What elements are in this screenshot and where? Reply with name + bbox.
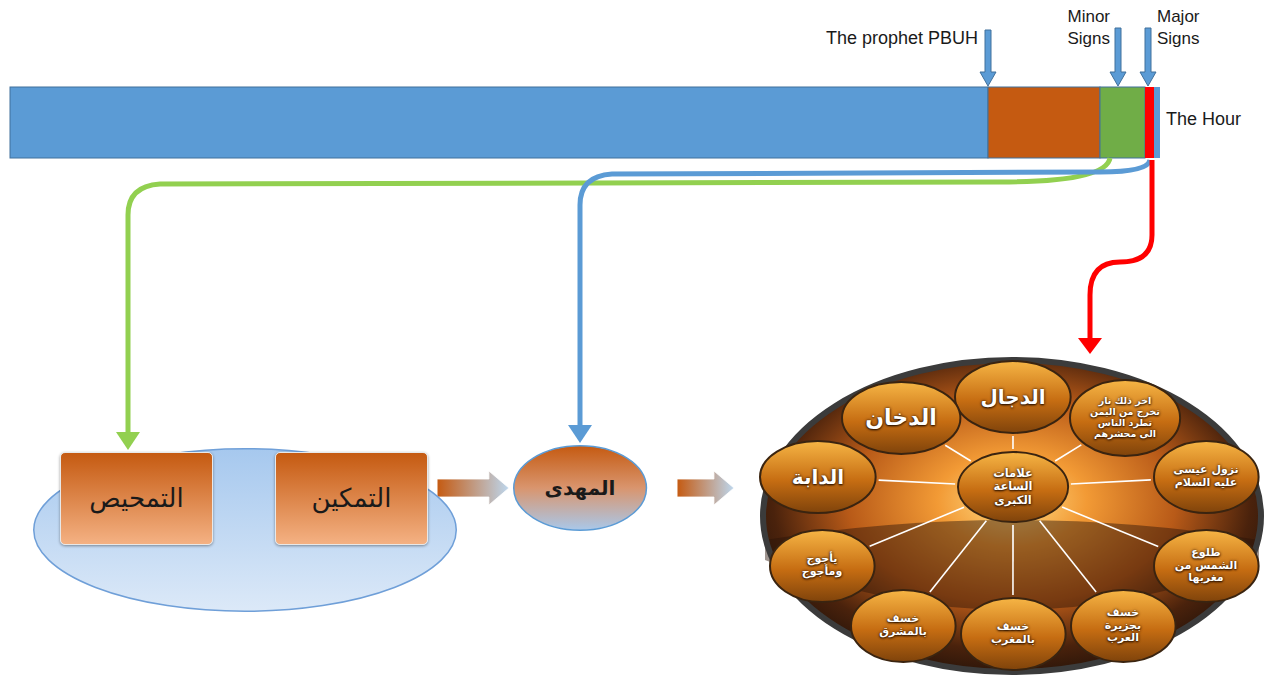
node-label: الدجال: [974, 386, 1052, 409]
mahdi-circle: المهدى: [513, 445, 647, 531]
sign-circle: اخر ذلك نار تخرج من اليمن تطرد الناس الى…: [1069, 379, 1181, 457]
pointer-arrow: [1140, 28, 1156, 86]
node-shape: [34, 449, 457, 612]
signs-circle: علامات الساعة الكبرى الدجال اخر ذلك نار تخ…: [760, 357, 1264, 675]
node-shape: [961, 598, 1066, 670]
node-label: خسف بجزيرة العرب: [1088, 607, 1158, 645]
text-holder: الدجال: [974, 386, 1052, 409]
connector-line: [870, 507, 964, 546]
connector-line: [1055, 445, 1081, 461]
timeline-bar: [10, 87, 988, 158]
text-holder: المهدى: [535, 477, 625, 500]
leader-arrow: [1090, 160, 1152, 338]
sign-circle: يأجوج ومأجوج: [769, 529, 876, 603]
node-shape: [851, 590, 956, 662]
block-arrow: [437, 471, 509, 505]
sign-circle: الدجال: [954, 360, 1072, 434]
timeline-segment: [1145, 87, 1154, 158]
node-label: نزول عيسى عليه السلام: [1171, 464, 1241, 489]
text-holder: الدابة: [779, 466, 857, 489]
node-shape: [514, 446, 647, 531]
annotation-label: The prophet PBUH: [770, 27, 978, 50]
connector-line: [1062, 507, 1158, 546]
node-shape: [1070, 380, 1180, 456]
timeline-segment: [1100, 87, 1145, 158]
text-holder: خسف بجزيرة العرب: [1088, 607, 1158, 645]
node-label: علامات الساعة الكبرى: [976, 467, 1050, 507]
node-label: طلوع الشمس من مغربها: [1171, 547, 1241, 585]
text-holder: خسف بالمشرق: [868, 613, 938, 638]
node-shape: [763, 360, 1261, 672]
sign-circle: خسف بالمغرب: [960, 597, 1067, 671]
leader-arrow: [128, 158, 1110, 432]
ground-shade: [765, 520, 1259, 610]
group-ellipse: التمحيص التمكين: [33, 448, 457, 612]
pointer-arrow: [1110, 28, 1126, 86]
sign-circle: طلوع الشمس من مغربها: [1153, 529, 1260, 603]
sign-circle: الدابة: [759, 440, 877, 514]
node-label: خسف بالمغرب: [978, 621, 1048, 646]
node-shape: [958, 452, 1068, 522]
sign-circle: نزول عيسى عليه السلام: [1153, 440, 1260, 514]
node-label: يأجوج ومأجوج: [787, 553, 857, 578]
text-holder: يأجوج ومأجوج: [787, 553, 857, 578]
center-sign: علامات الساعة الكبرى: [957, 451, 1069, 523]
connector-line: [1071, 480, 1151, 484]
sunset-picture: [763, 360, 1261, 672]
block-arrow: [677, 471, 734, 505]
node-label: اخر ذلك نار تخرج من اليمن تطرد الناس الى…: [1088, 396, 1162, 440]
node-label: الدابة: [779, 466, 857, 489]
node-shape: [1071, 590, 1176, 662]
node-label: خسف بالمشرق: [868, 613, 938, 638]
annotation-label: The Hour: [1166, 108, 1262, 131]
connector-line: [1012, 525, 1014, 595]
text-holder: خسف بالمغرب: [978, 621, 1048, 646]
text-holder: علامات الساعة الكبرى: [976, 467, 1050, 507]
timeline-segment: [1154, 87, 1160, 158]
node-label: التمكين: [282, 484, 422, 514]
stage-box: التمحيص: [60, 452, 213, 545]
connector-line: [1012, 436, 1014, 449]
text-holder: التمكين: [282, 484, 422, 514]
text-holder: التمحيص: [67, 484, 207, 514]
connector-line: [930, 521, 986, 592]
node-shape: [1154, 530, 1259, 602]
connector-line: [879, 480, 956, 484]
node-shape: [770, 530, 875, 602]
connector-line: [945, 445, 971, 461]
node-label: التمحيص: [67, 484, 207, 514]
text-holder: اخر ذلك نار تخرج من اليمن تطرد الناس الى…: [1088, 396, 1162, 440]
annotation-label: Minor Signs: [1058, 6, 1110, 50]
node-shape: [1154, 441, 1259, 513]
timeline-segment: [988, 87, 1100, 158]
text-holder: الدخان: [861, 405, 941, 430]
node-shape: [760, 441, 876, 513]
node-shape: [842, 382, 960, 454]
text-holder: نزول عيسى عليه السلام: [1171, 464, 1241, 489]
node-label: المهدى: [535, 477, 625, 500]
connector-line: [1040, 521, 1096, 592]
text-holder: طلوع الشمس من مغربها: [1171, 547, 1241, 585]
node-shape: [955, 361, 1071, 433]
leader-head: [116, 432, 140, 450]
sign-circle: خسف بالمشرق: [850, 589, 957, 663]
annotation-label: Major Signs: [1157, 6, 1217, 50]
leader-head: [1078, 338, 1102, 354]
pointer-arrow: [980, 30, 996, 86]
node-label: الدخان: [861, 405, 941, 430]
stage-box: التمكين: [275, 452, 428, 545]
sign-circle: خسف بجزيرة العرب: [1070, 589, 1177, 663]
leader-head: [568, 425, 592, 443]
sign-circle: الدخان: [841, 381, 961, 455]
